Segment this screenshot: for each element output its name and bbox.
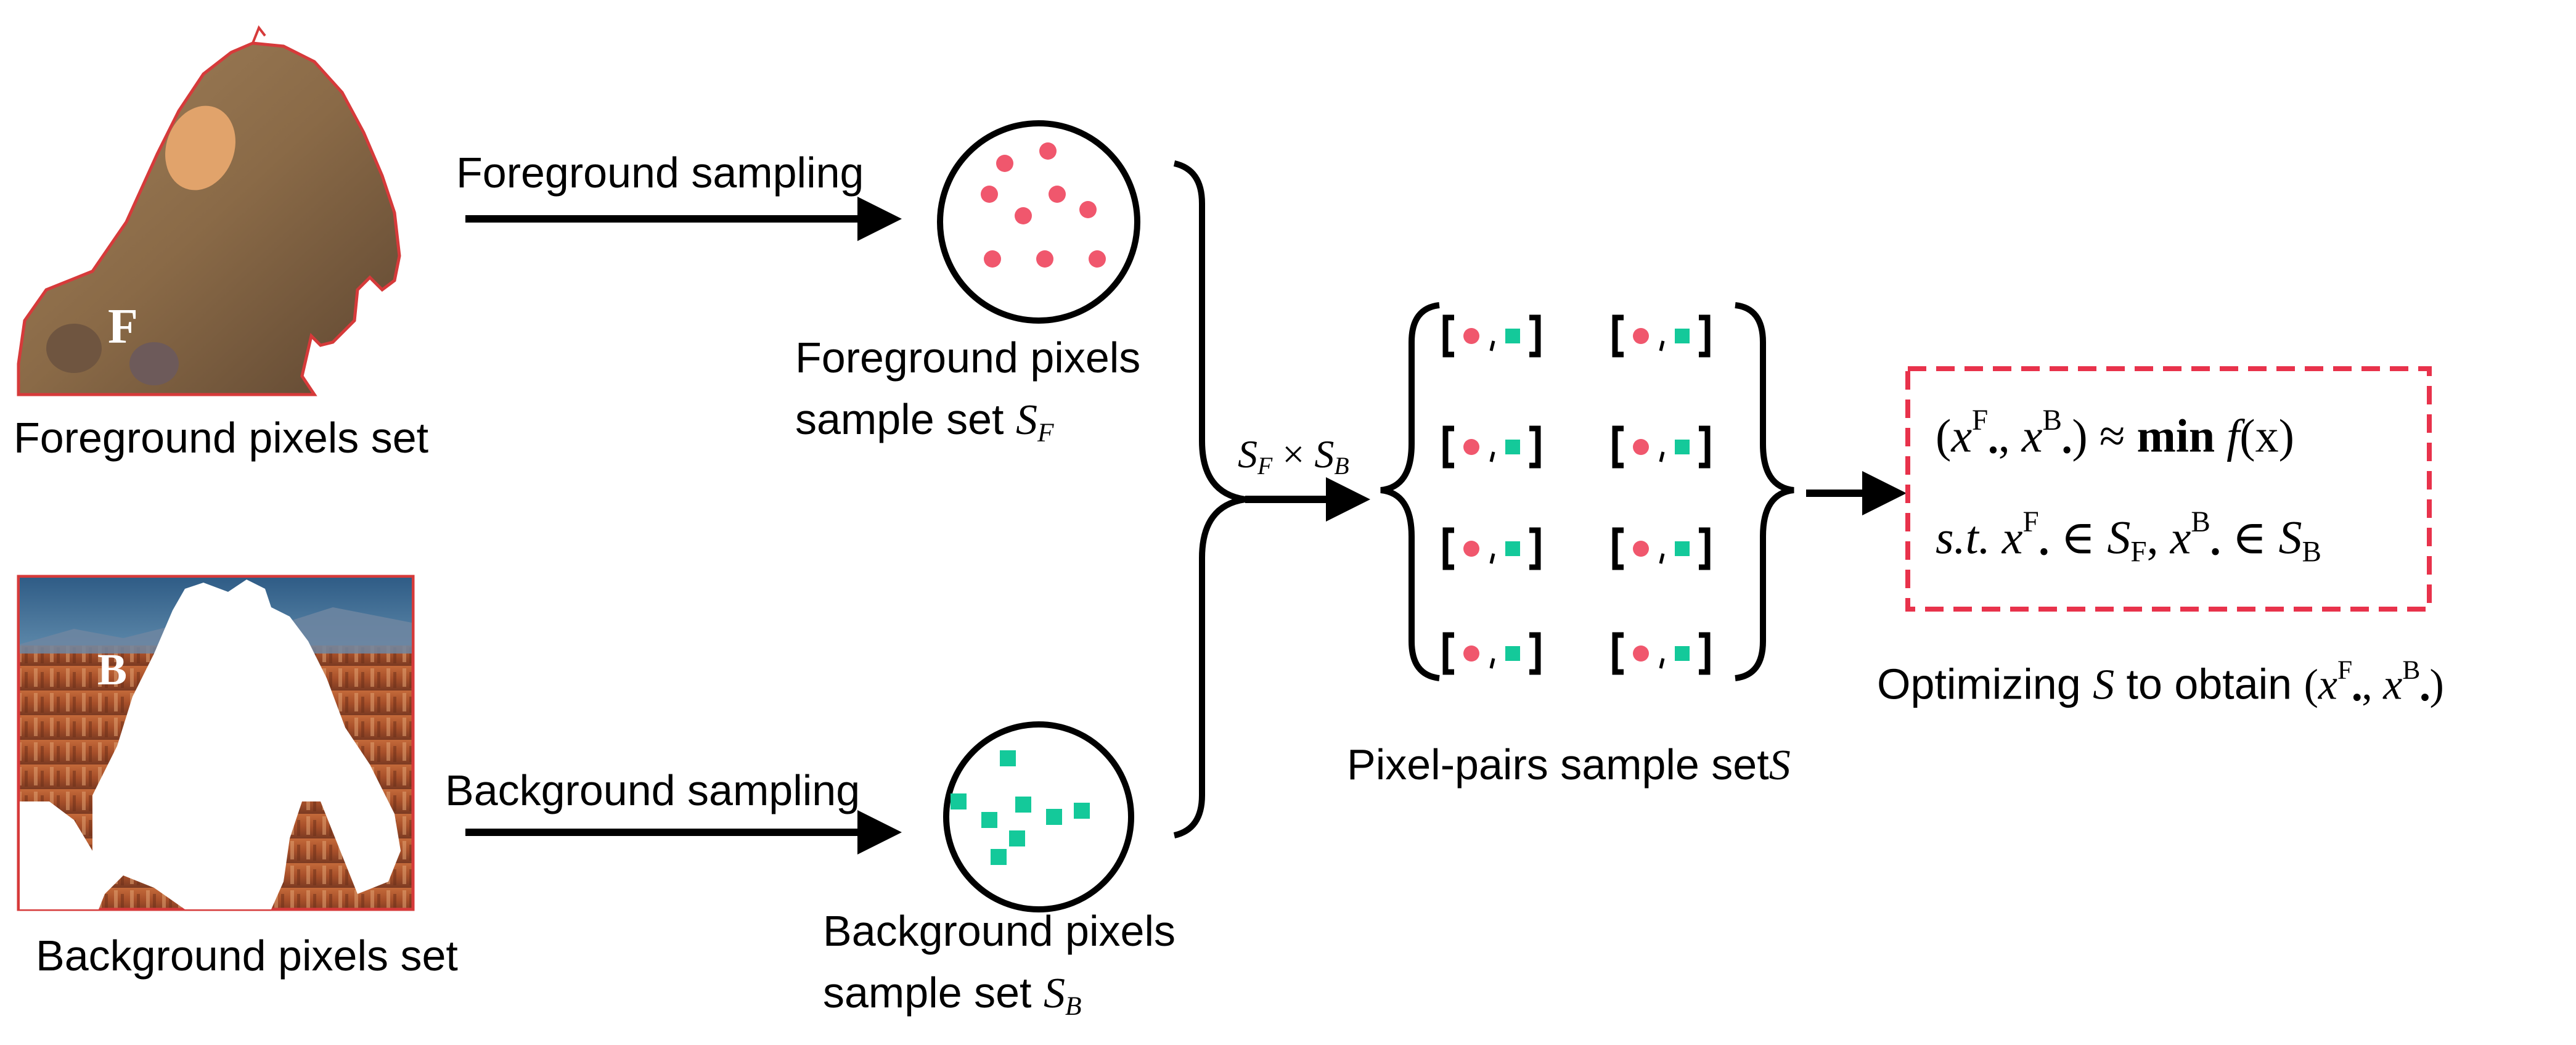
foreground-photo-letter: F <box>108 300 138 354</box>
pair-foreground-point <box>1633 541 1649 557</box>
merge-bracket <box>1173 160 1246 838</box>
pair-right-bracket <box>1529 314 1541 358</box>
pair-foreground-point <box>1463 328 1479 344</box>
pairs-right-bracket <box>1735 302 1794 681</box>
pair-comma <box>1659 553 1665 564</box>
pixel-pair <box>1612 632 1711 675</box>
cartesian-product-label: SF × SB <box>1238 432 1349 480</box>
pair-foreground-point <box>1463 439 1479 455</box>
pair-background-point <box>1675 329 1690 343</box>
background-point <box>1009 830 1025 846</box>
background-point <box>1046 809 1062 825</box>
foreground-sample-caption-line2: sample set SF <box>795 395 1054 448</box>
pair-background-point <box>1675 646 1690 661</box>
pixel-pair <box>1442 314 1541 358</box>
background-photo <box>17 575 415 911</box>
foreground-sampling-label: Foreground sampling <box>456 149 864 197</box>
objective-dashed-box <box>1905 366 2432 612</box>
foreground-sample-points <box>981 142 1106 268</box>
pixel-pair <box>1442 632 1541 675</box>
pair-left-bracket <box>1612 527 1624 570</box>
pairs-left-bracket <box>1380 302 1440 681</box>
pair-right-bracket <box>1699 314 1711 358</box>
pair-left-bracket <box>1442 632 1454 675</box>
background-point <box>991 849 1007 865</box>
pair-comma <box>1489 658 1495 669</box>
foreground-point <box>984 250 1001 268</box>
pair-foreground-point <box>1463 541 1479 557</box>
background-point <box>981 812 997 828</box>
elephant-ear-shape <box>165 105 235 191</box>
pixel-pair <box>1612 425 1711 469</box>
background-point <box>1015 797 1031 813</box>
pair-background-point <box>1505 646 1520 661</box>
pair-foreground-point <box>1633 439 1649 455</box>
foreground-point <box>1015 207 1032 224</box>
foreground-sample-caption-line1: Foreground pixels <box>795 334 1141 382</box>
pair-foreground-point <box>1463 645 1479 662</box>
foreground-point <box>1089 250 1106 268</box>
pair-left-bracket <box>1442 425 1454 469</box>
pair-left-bracket <box>1442 527 1454 570</box>
pair-foreground-point <box>1633 645 1649 662</box>
foreground-point <box>996 155 1013 172</box>
background-photo-letter: B <box>97 645 128 694</box>
pair-left-bracket <box>1612 314 1624 358</box>
pair-right-bracket <box>1529 527 1541 570</box>
pixel-pair <box>1612 527 1711 570</box>
background-sample-caption-line1: Background pixels <box>823 907 1176 955</box>
pairs-set-caption: Pixel-pairs sample setS <box>1347 740 1791 789</box>
pair-left-bracket <box>1612 632 1624 675</box>
pair-left-bracket <box>1612 425 1624 469</box>
pair-right-bracket <box>1699 527 1711 570</box>
objective-line-2: s.t. xF• ∈ SF, xB• ∈ SB <box>1936 506 2321 568</box>
background-point <box>1000 750 1016 766</box>
pair-comma <box>1489 553 1495 564</box>
pixel-pair <box>1612 314 1711 358</box>
pair-comma <box>1659 340 1665 351</box>
background-sample-caption-line2: sample set SB <box>823 969 1082 1022</box>
pixel-pair <box>1442 425 1541 469</box>
foreground-photo <box>17 25 401 396</box>
foreground-set-caption: Foreground pixels set <box>14 414 429 462</box>
pair-comma <box>1489 451 1495 462</box>
pixel-pair <box>1442 527 1541 570</box>
foreground-point <box>1039 142 1057 160</box>
foreground-point <box>1079 201 1097 218</box>
pair-comma <box>1659 451 1665 462</box>
pixel-pairs-grid <box>1442 314 1711 675</box>
foreground-sample-circle <box>937 120 1140 324</box>
background-point <box>951 793 967 809</box>
pair-right-bracket <box>1529 632 1541 675</box>
background-sample-circle <box>943 721 1134 912</box>
pair-right-bracket <box>1529 425 1541 469</box>
pair-background-point <box>1505 440 1520 454</box>
pair-background-point <box>1675 440 1690 454</box>
pair-comma <box>1489 340 1495 351</box>
objective-caption: Optimizing S to obtain (xF•, xB•) <box>1877 655 2444 713</box>
background-set-caption: Background pixels set <box>36 932 458 980</box>
pair-comma <box>1659 658 1665 669</box>
pair-right-bracket <box>1699 425 1711 469</box>
pair-left-bracket <box>1442 314 1454 358</box>
pair-background-point <box>1675 541 1690 556</box>
background-sample-points <box>951 750 1090 865</box>
objective-line-1: (xF•, xB•) ≈ min f(x) <box>1936 404 2294 467</box>
foreground-point <box>981 186 998 203</box>
background-point <box>1074 803 1090 819</box>
pair-background-point <box>1505 329 1520 343</box>
pair-foreground-point <box>1633 328 1649 344</box>
pair-right-bracket <box>1699 632 1711 675</box>
background-sampling-label: Background sampling <box>445 766 861 814</box>
pair-background-point <box>1505 541 1520 556</box>
foreground-point <box>1036 250 1053 268</box>
foreground-point <box>1049 186 1066 203</box>
